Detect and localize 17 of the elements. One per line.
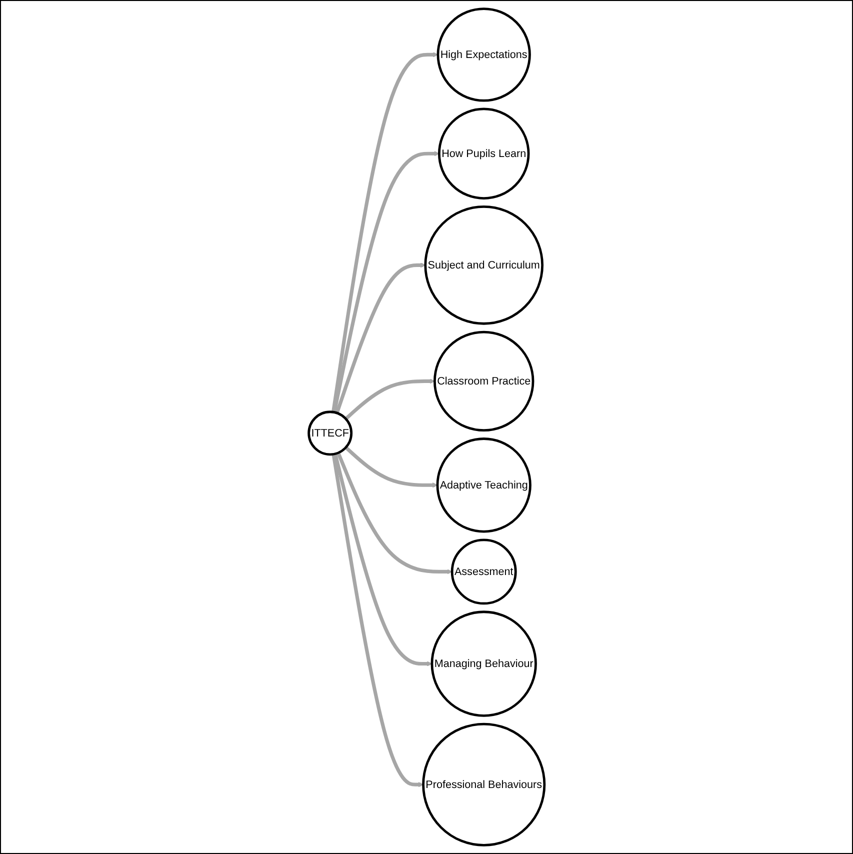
node-circle: Managing Behaviour: [430, 610, 537, 717]
node-circle: Classroom Practice: [433, 330, 534, 432]
arrow: [336, 452, 452, 574]
node-circle: How Pupils Learn: [438, 108, 530, 200]
node-circle: Subject and Curriculum: [424, 206, 544, 325]
node-circle: Adaptive Teaching: [436, 438, 532, 533]
arrow: [333, 453, 432, 666]
arrow: [332, 454, 424, 788]
node-circle: Assessment: [450, 538, 517, 605]
arrow: [332, 151, 440, 413]
arrow: [331, 52, 438, 412]
arrow: [344, 378, 435, 420]
arrow: [335, 262, 426, 414]
node-circle: ITTECF: [307, 410, 352, 456]
arrow: [344, 446, 438, 488]
node-circle: Professional Behaviours: [422, 722, 546, 846]
node-circle: High Expectations: [436, 8, 531, 102]
